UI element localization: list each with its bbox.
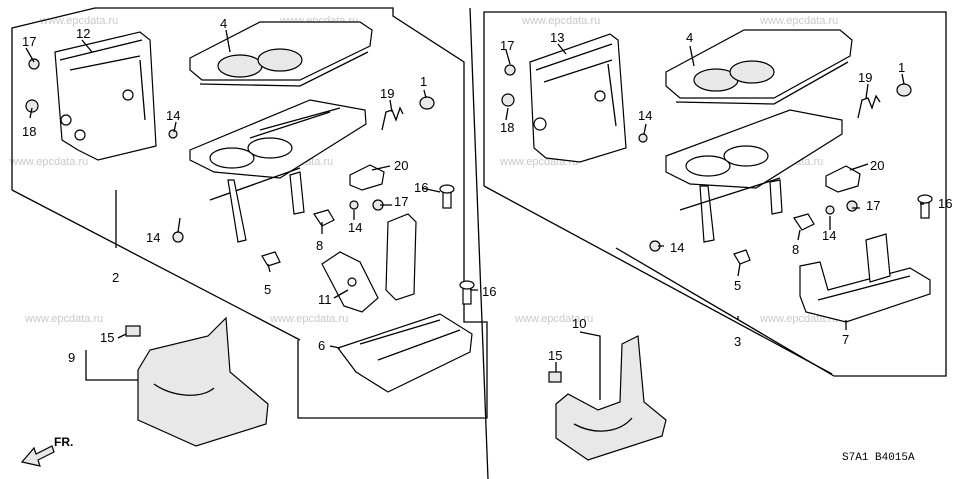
callout-number: 19 xyxy=(858,70,872,85)
callout-number: 12 xyxy=(76,26,90,41)
watermark-text: www.epcdata.ru xyxy=(521,15,600,27)
callout-number: 8 xyxy=(792,242,799,257)
right-assembly xyxy=(483,11,947,461)
callout-number: 1 xyxy=(420,74,427,89)
callout-number: 1 xyxy=(898,60,905,75)
callout-number: 14 xyxy=(146,230,160,245)
callout-number: 14 xyxy=(822,228,836,243)
callout-number: 15 xyxy=(100,330,114,345)
callout-number: 5 xyxy=(734,278,741,293)
callout-number: 14 xyxy=(670,240,684,255)
callout-number: 16 xyxy=(414,180,428,195)
callout-number: 16 xyxy=(938,196,952,211)
callout-number: 13 xyxy=(550,30,564,45)
watermark-text: www.epcdata.ru xyxy=(269,313,348,325)
front-indicator: FR. xyxy=(20,435,73,467)
callout-number: 20 xyxy=(870,158,884,173)
callout-number: 4 xyxy=(686,30,693,45)
callout-number: 16 xyxy=(482,284,496,299)
callout-number: 20 xyxy=(394,158,408,173)
callout-number: 17 xyxy=(394,194,408,209)
callout-number: 14 xyxy=(166,108,180,123)
watermark-text: www.epcdata.ru xyxy=(514,313,593,325)
watermark-text: www.epcdata.ru xyxy=(759,313,838,325)
callout-number: 18 xyxy=(22,124,36,139)
callout-number: 9 xyxy=(68,350,75,365)
watermark-text: www.epcdata.ru xyxy=(759,15,838,27)
callout-number: 17 xyxy=(500,38,514,53)
front-arrow-icon xyxy=(20,445,55,467)
callout-number: 17 xyxy=(866,198,880,213)
callout-number: 17 xyxy=(22,34,36,49)
callout-number: 11 xyxy=(318,292,332,307)
watermark-text: www.epcdata.ru xyxy=(9,156,88,168)
divider-line xyxy=(469,7,489,479)
callout-number: 19 xyxy=(380,86,394,101)
callouts-right: 17 13 4 18 14 19 1 20 16 14 17 14 8 5 3 … xyxy=(500,30,952,363)
callout-number: 14 xyxy=(348,220,362,235)
callout-number: 8 xyxy=(316,238,323,253)
front-label: FR. xyxy=(54,435,73,449)
callout-number: 15 xyxy=(548,348,562,363)
callout-number: 18 xyxy=(500,120,514,135)
callout-number: 5 xyxy=(264,282,271,297)
callouts-left: 17 12 4 18 14 19 1 20 16 14 17 14 2 8 5 … xyxy=(22,16,496,365)
left-assembly xyxy=(11,7,488,447)
callout-number: 7 xyxy=(842,332,849,347)
callout-number: 2 xyxy=(112,270,119,285)
callout-number: 10 xyxy=(572,316,586,331)
callout-number: 14 xyxy=(638,108,652,123)
watermark-text: www.epcdata.ru xyxy=(24,313,103,325)
callout-number: 3 xyxy=(734,334,741,349)
diagram-code: S7A1 B4015A xyxy=(842,452,915,464)
callout-number: 6 xyxy=(318,338,325,353)
watermark-text: www.epcdata.ru xyxy=(39,15,118,27)
callout-number: 4 xyxy=(220,16,227,31)
